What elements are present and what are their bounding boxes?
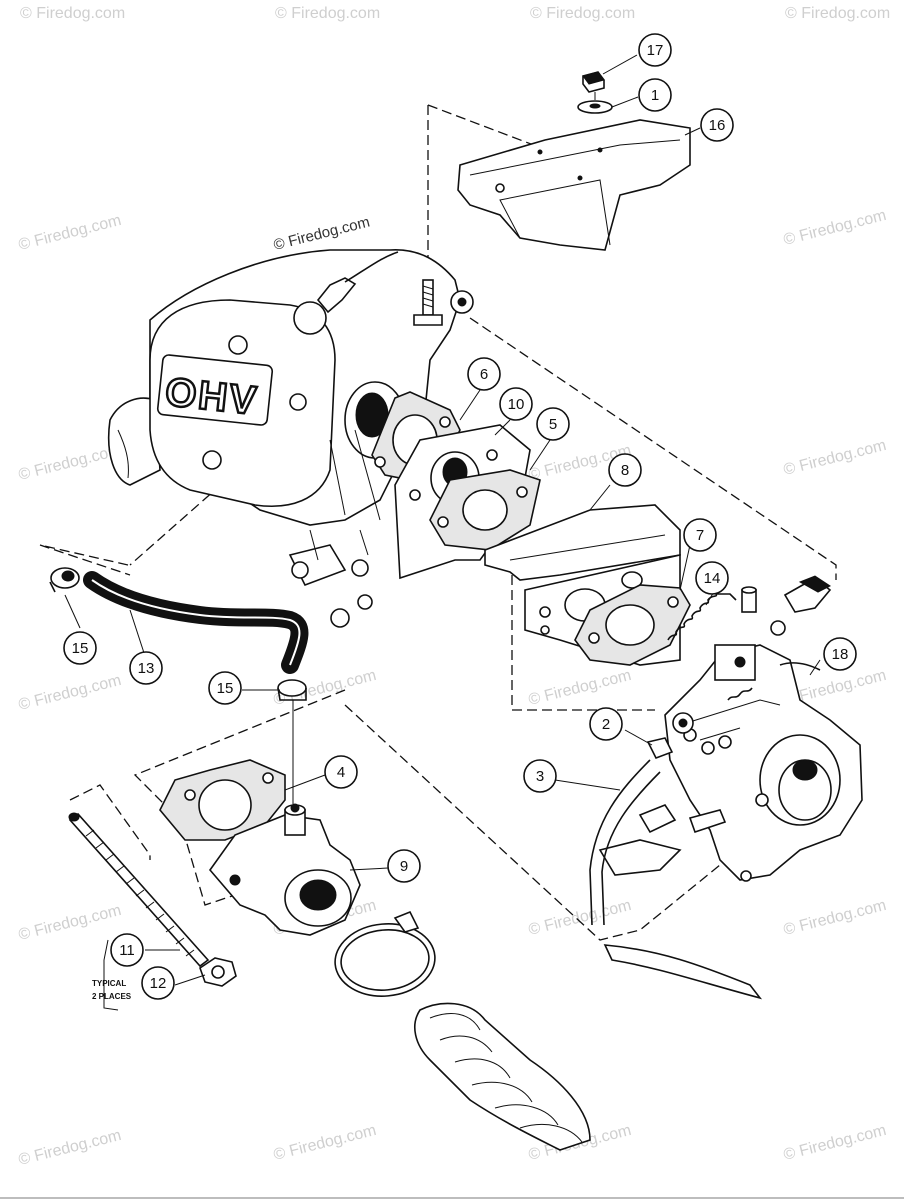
watermark: © Firedog.com xyxy=(17,212,123,254)
fuel-fitting xyxy=(598,804,727,876)
bolt-part-11 xyxy=(68,812,210,968)
callout-label: 1 xyxy=(651,87,659,104)
fuel-line-part-3 xyxy=(589,759,661,926)
callout-12: 12 xyxy=(141,966,175,1000)
bracket-part-16 xyxy=(457,119,691,251)
callout-4: 4 xyxy=(324,755,358,789)
callout-9: 9 xyxy=(387,849,421,883)
callout-label: 7 xyxy=(696,527,704,544)
watermark: © Firedog.com xyxy=(527,897,633,939)
note-line-1: TYPICAL xyxy=(92,979,126,988)
callout-1: 1 xyxy=(638,78,672,112)
callout-14: 14 xyxy=(695,561,729,595)
typical-note: TYPICAL 2 PLACES xyxy=(92,939,132,1011)
watermark: © Firedog.com xyxy=(527,667,633,709)
nut-part-12 xyxy=(199,957,237,987)
watermark: © Firedog.com xyxy=(17,902,123,944)
callout-2: 2 xyxy=(589,707,623,741)
callout-15: 15 xyxy=(63,631,97,665)
watermark: © Firedog.com xyxy=(17,442,123,484)
callout-label: 5 xyxy=(549,416,557,433)
washer-part-1 xyxy=(577,100,613,114)
callout-label: 3 xyxy=(536,768,544,785)
callout-18: 18 xyxy=(823,637,857,671)
callout-6: 6 xyxy=(467,357,501,391)
watermark: © Firedog.com xyxy=(17,1127,123,1169)
callout-15: 15 xyxy=(208,671,242,705)
callout-label: 11 xyxy=(119,942,135,959)
watermark: © Firedog.com xyxy=(782,207,888,249)
callout-3: 3 xyxy=(523,759,557,793)
callout-16: 16 xyxy=(700,108,734,142)
callout-8: 8 xyxy=(608,453,642,487)
watermark: © Firedog.com xyxy=(272,1122,378,1164)
watermark-credit: © Firedog.com xyxy=(272,214,372,254)
connector-part xyxy=(770,575,832,636)
callout-label: 8 xyxy=(621,462,629,479)
hose-clamp xyxy=(334,910,436,997)
callout-label: 15 xyxy=(72,640,89,657)
clamp-part-2 xyxy=(646,712,694,760)
callout-label: 16 xyxy=(709,117,726,134)
callout-label: 10 xyxy=(508,396,525,413)
nut-block xyxy=(450,290,474,314)
callout-7: 7 xyxy=(683,518,717,552)
pin-part xyxy=(741,586,757,613)
gasket-part-7 xyxy=(574,584,691,666)
callout-label: 4 xyxy=(337,764,345,781)
note-line-2: 2 PLACES xyxy=(92,992,132,1001)
hose-segment xyxy=(603,944,763,1000)
watermark: © Firedog.com xyxy=(530,5,635,22)
breather-hose-part-13 xyxy=(83,571,309,674)
callout-label: 14 xyxy=(704,570,721,587)
callout-label: 18 xyxy=(832,646,849,663)
callout-label: 9 xyxy=(400,858,408,875)
callout-5: 5 xyxy=(536,407,570,441)
gasket-part-5 xyxy=(429,469,541,551)
callout-leaders xyxy=(64,54,821,986)
callout-11: 11 xyxy=(110,933,144,967)
nut-part-17 xyxy=(582,71,605,93)
callout-label: 6 xyxy=(480,366,488,383)
callout-label: 17 xyxy=(647,42,664,59)
callout-17: 17 xyxy=(638,33,672,67)
watermark: © Firedog.com xyxy=(275,5,380,22)
ohv-plate xyxy=(156,354,274,426)
callouts: 17 1 16 6 10 5 8 7 14 18 15 13 15 2 4 3 … xyxy=(63,33,857,1000)
callout-13: 13 xyxy=(129,651,163,685)
watermark: © Firedog.com xyxy=(782,897,888,939)
callout-label: 15 xyxy=(217,680,234,697)
watermark: © Firedog.com xyxy=(785,5,890,22)
spring-part-14 xyxy=(667,593,737,641)
gasket-part-4 xyxy=(159,759,286,841)
watermark: © Firedog.com xyxy=(17,672,123,714)
intake-tube xyxy=(414,1002,591,1151)
bolt-top xyxy=(413,279,443,326)
watermark: © Firedog.com xyxy=(782,1122,888,1164)
watermark: © Firedog.com xyxy=(782,437,888,479)
hose-clamp-part-15a xyxy=(49,567,80,593)
callout-label: 2 xyxy=(602,716,610,733)
callout-label: 12 xyxy=(150,975,167,992)
elbow-adapter-part-9 xyxy=(208,803,361,936)
callout-label: 13 xyxy=(138,660,155,677)
watermark: © Firedog.com xyxy=(20,5,125,22)
callout-10: 10 xyxy=(499,387,533,421)
